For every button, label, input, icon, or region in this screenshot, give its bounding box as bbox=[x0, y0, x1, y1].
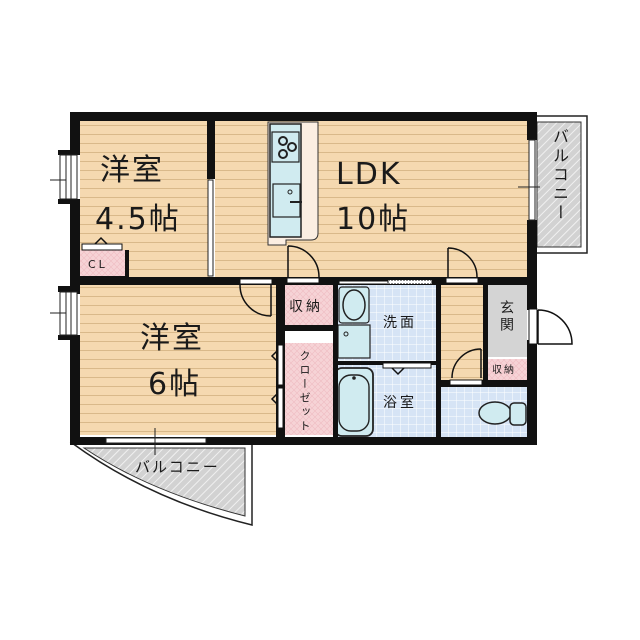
kitchen-counter bbox=[267, 121, 319, 246]
label-cl: CL bbox=[88, 258, 108, 271]
floor-storage-1 bbox=[285, 285, 333, 325]
label-western-room-2: 洋室 bbox=[140, 321, 204, 356]
floor-ldk bbox=[215, 120, 529, 277]
label-storage-1: 収納 bbox=[289, 299, 323, 315]
floor-entrance bbox=[488, 285, 527, 357]
balcony-south bbox=[69, 442, 253, 526]
label-western-room-1: 洋室 bbox=[100, 153, 164, 188]
floor-western-room-2 bbox=[80, 285, 276, 435]
label-western-room-2-size: 6帖 bbox=[148, 367, 202, 402]
label-ldk: LDK bbox=[336, 157, 402, 192]
floor-cl bbox=[80, 250, 125, 277]
label-balcony-east: バルコニー bbox=[550, 128, 569, 223]
washbasin bbox=[337, 286, 371, 359]
label-storage-2: 収納 bbox=[492, 365, 516, 376]
label-western-room-1-size: 4.5帖 bbox=[95, 202, 181, 237]
label-washroom: 洗面 bbox=[383, 315, 417, 331]
label-closet-2: クローゼット bbox=[298, 350, 311, 434]
label-ldk-size: 10帖 bbox=[336, 202, 411, 237]
toilet bbox=[478, 401, 527, 426]
label-balcony-south: バルコニー bbox=[135, 458, 220, 476]
floor-storage-2 bbox=[488, 359, 527, 383]
balcony-east bbox=[530, 115, 588, 254]
floor-hallway bbox=[441, 285, 486, 380]
bathtub bbox=[334, 367, 374, 437]
floor-closet-2 bbox=[285, 343, 333, 435]
windows bbox=[50, 139, 540, 455]
doors bbox=[81, 236, 573, 429]
label-bathroom: 浴室 bbox=[383, 395, 417, 411]
label-entrance: 玄関 bbox=[498, 300, 514, 334]
